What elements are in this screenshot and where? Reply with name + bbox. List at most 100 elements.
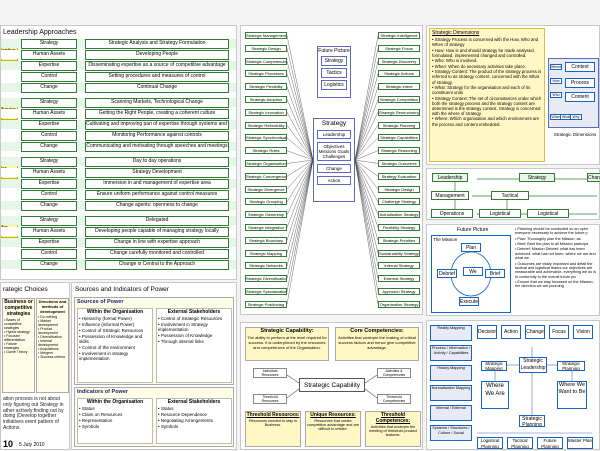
capability-def-text: The ability to perform at the level requ… (247, 335, 327, 350)
leadership-row-description: Change is Central to the Approach (85, 260, 229, 270)
plan-title: Future Picture (457, 227, 489, 233)
sources-box: Sources of Power Within the Organisation… (74, 297, 234, 385)
mindmap-connector (286, 86, 314, 161)
mapping-bottom-node: Logistical Planning (477, 437, 503, 449)
mindmap-connector (286, 159, 314, 228)
leadership-row-category: Human Assets (21, 50, 77, 60)
capability-bottom-title: Unique Resources: (310, 412, 356, 418)
leadership-row-description: Developing people capable of managing st… (85, 227, 229, 237)
dimension-item: • When: When do necessary activities tak… (432, 63, 526, 69)
leadership-row-description: Change carefully monitored and controlle… (85, 249, 229, 259)
mindmap-connector (286, 61, 314, 161)
leadership-row-category: Change (21, 142, 77, 152)
choices-note: ation process is not about only figuring… (3, 396, 64, 431)
choices-title: rategic Choices (3, 286, 48, 293)
leadership-row: Human Assets Developing People (1, 50, 236, 60)
dimension-diagram-label: Content (565, 92, 595, 102)
mindmap-connector (286, 137, 314, 161)
power-item: • Involvement in strategy implementation (79, 351, 129, 361)
mapping-top-node: Action (501, 325, 521, 339)
power-item: • Influence (informal Power) (79, 322, 135, 327)
indicators-col1-title: Within the Organisation (86, 399, 144, 405)
core-competencies-box: Core Competencies: Activities that under… (335, 327, 419, 361)
mindmap-right-item: Internal Strategy (378, 262, 420, 270)
dimension-small-label: Why (570, 114, 582, 120)
leadership-row-description: Strategic Analysis and Strategy Formulat… (85, 39, 229, 49)
mindmap-connector (354, 159, 379, 202)
choice-item: • Product development (38, 327, 59, 335)
future-item: Tactics (321, 68, 347, 78)
capability-bottom-box: Unique Resources:Resources that create c… (305, 411, 361, 447)
mindmap-left-item: Strategic Processes (245, 70, 287, 78)
capability-bottom-box: Threshold Competences:Activities that un… (365, 411, 421, 447)
page-number: 10 (3, 439, 14, 449)
mindmap-left-item: Strategic Innovation (245, 108, 287, 116)
flow-node-bottom: Logistical (479, 209, 521, 218)
mindmap-left-item: Strategic Positioning (245, 300, 287, 308)
power-item: • Control of Strategic Resources (158, 316, 223, 321)
mindmap-left-item: Strategic Organisation (245, 160, 287, 167)
plan-node: Plan (461, 243, 481, 252)
mindmap-right-item: Strategic Competition (378, 96, 420, 103)
capability-bottom-text: Resources that create competitive advant… (307, 419, 359, 431)
dimensions-text-box: Strategic Dimensions • Strategy Process … (429, 28, 545, 162)
capability-def-title: Strategic Capability: (260, 328, 314, 334)
mindmap-left-item: Strategic Boundary (245, 236, 287, 244)
flow-node-bottom: Operations (431, 209, 473, 218)
mapping-left-item: Process / Information / Activity / Capab… (430, 345, 472, 361)
dimension-small-label: Who (550, 92, 562, 98)
mindmap-connector (354, 150, 379, 161)
leadership-row-category: Strategy (21, 98, 77, 108)
mindmap-right-item: Strategic Restructuring (378, 108, 420, 116)
choice-item: • Game Theory (4, 350, 28, 354)
power-item: • Representation (79, 418, 113, 423)
capability-def-box: Strategic Capability: The ability to per… (245, 327, 329, 361)
directions-list: • Do nothing• Market development• Produc… (37, 314, 68, 360)
mindmap-connector (354, 159, 379, 305)
dimensions-panel: Strategic Dimensions • Strategy Process … (426, 25, 600, 165)
mapping-left-item: Reality Mapping (430, 325, 472, 341)
power-item: • Control of Strategic Resources (79, 328, 144, 333)
capability-bottom-text: Resources needed to stay in Business. (248, 419, 298, 427)
mindmap-connector (354, 73, 379, 161)
directions-title: Directions and methods of development (38, 299, 67, 314)
mindmap-connector (354, 61, 379, 161)
mindmap-connector (286, 159, 314, 254)
mapping-connectors (477, 347, 592, 434)
mindmap-connector (286, 159, 314, 177)
mindmap-connector (286, 99, 314, 161)
choice-item: • Do nothing (38, 315, 58, 319)
mindmap-connector (354, 159, 379, 292)
mindmap-right-item: Flexibility Strategy (378, 224, 420, 231)
mapping-top-node: Change (525, 325, 545, 339)
leadership-row-category: Expertise (21, 61, 77, 71)
choice-item: • Focused differentiation (4, 334, 25, 342)
future-item: Logistics (321, 80, 347, 90)
leadership-row-category: Human Assets (21, 168, 77, 178)
mindmap-right-item: Strategy Evaluation (378, 172, 420, 180)
power-panel: Sources and Indicators of Power Sources … (71, 282, 237, 450)
future-picture-title: Future Picture (318, 48, 350, 54)
mindmap-connector (354, 159, 379, 254)
mapping-bottom-node: Future Planning (537, 437, 563, 449)
mindmap-connector (354, 159, 379, 215)
strategy-item: Objectives Missions Goals Challenges (317, 142, 351, 161)
leadership-row-description: Developing People (85, 50, 229, 60)
choices-panel: rategic Choices Business or competitive … (0, 282, 70, 450)
dimension-diagram-label: Context (565, 62, 595, 72)
capability-bottom-box: Threshold Resources:Resources needed to … (245, 411, 301, 447)
mindmap-connector (286, 124, 314, 161)
core-competencies-text: Activities that underpin the making of c… (338, 335, 416, 350)
mapping-bottom-node: Tactical Planning (507, 437, 533, 449)
leadership-row-category: Control (21, 190, 77, 200)
dimension-item: • Strategy Process is concerned with the… (432, 37, 539, 48)
